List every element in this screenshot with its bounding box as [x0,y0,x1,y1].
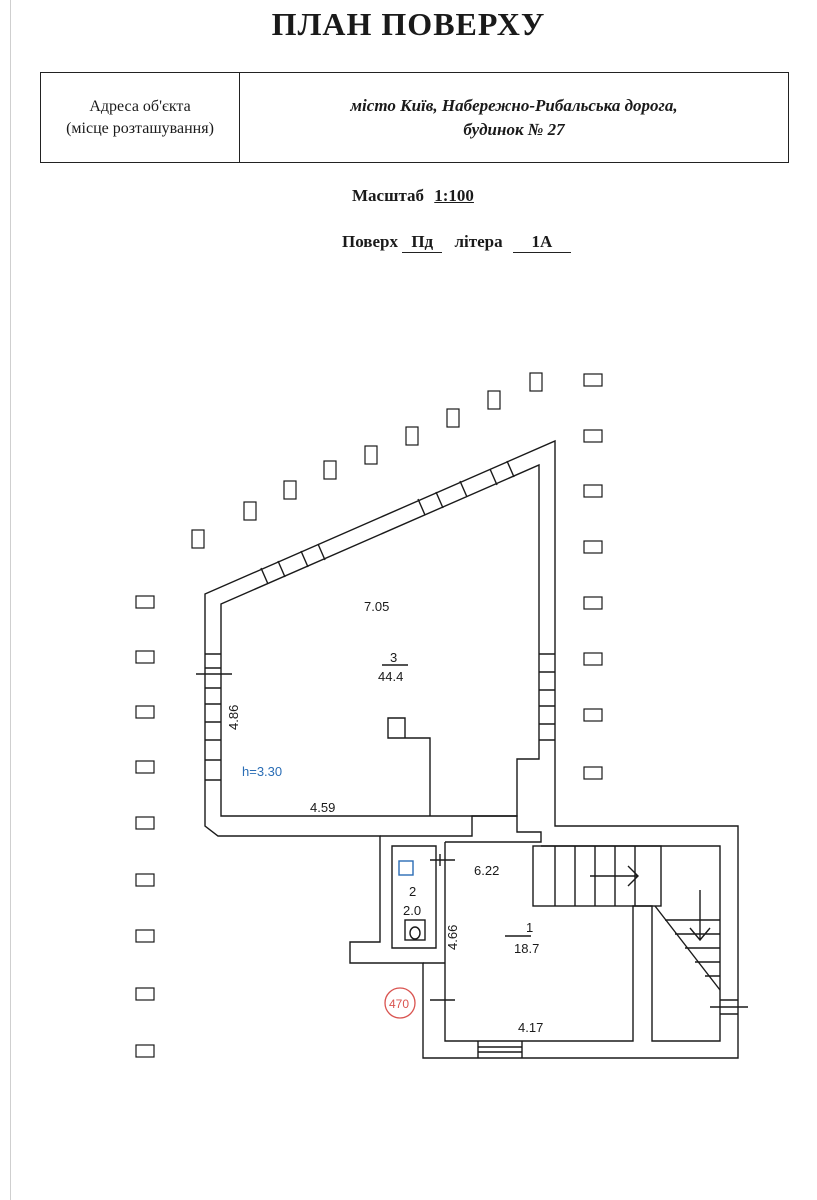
marker [135,650,155,664]
marker [529,372,543,392]
floor-value: Пд [402,232,443,253]
marker [283,480,297,500]
stair-arrow-right [590,865,639,887]
document-title: ПЛАН ПОВЕРХУ [271,6,546,42]
window-diagonal-1 [260,543,326,585]
address-value-line2: будинок № 27 [463,119,565,139]
stamp-number: 470 [389,997,409,1011]
dim-room3-bottom: 4.59 [310,800,335,815]
address-label-line2: (місце розташування) [66,119,214,137]
sink-icon [398,860,414,876]
room3-area: 44.4 [378,669,403,684]
window-left-wall [205,653,221,781]
stair-arrow-down [689,890,711,942]
marker [446,408,460,428]
page-edge [10,0,11,1200]
dim-room1-bottom: 4.17 [518,1020,543,1035]
room2-area: 2.0 [403,903,421,918]
marker [243,501,257,521]
window-right-room1 [710,999,748,1015]
room3-number: 3 [390,650,397,665]
marker [135,873,155,887]
marker [135,816,155,830]
address-label-cell: Адреса об'єкта (місце розташування) [41,73,240,162]
address-value-cell: місто Київ, Набережно-Рибальська дорога,… [240,73,788,162]
marker [191,529,205,549]
window-right-wall [539,653,555,741]
marker [135,705,155,719]
dim-ticks-room1 [430,854,455,1001]
room3-outer-wall [204,439,739,1059]
address-label-line1: Адреса об'єкта [89,97,191,115]
address-table: Адреса об'єкта (місце розташування) міст… [40,72,789,163]
dim-room3-left: 4.86 [226,705,241,730]
marker [135,595,155,609]
marker [135,987,155,1001]
marker [405,426,419,446]
stamp-circle [384,987,416,1019]
marker [487,390,501,410]
room3-inner-wall [220,463,540,817]
address-value-line1: місто Київ, Набережно-Рибальська дорога, [350,95,678,115]
toilet-icon [404,919,426,941]
scale-row: Масштаб 1:100 [352,186,474,206]
toilet-bowl-icon [409,926,421,940]
marker [583,708,603,722]
marker [583,540,603,554]
window-bottom-room1 [477,1041,523,1058]
dim-room1-top: 6.22 [474,863,499,878]
marker [583,652,603,666]
window-diagonal-2 [417,460,515,516]
stamp-mark: 470 [384,987,416,1019]
marker [583,596,603,610]
marker [583,373,603,387]
marker [135,760,155,774]
scale-value: 1:100 [434,186,474,205]
letter-value: 1А [512,232,571,253]
marker [323,460,337,480]
marker [135,1044,155,1058]
dim-room1-left: 4.66 [445,925,460,950]
marker [364,445,378,465]
floor-row: Поверх Пд літера 1А [342,232,571,253]
staircase-upper [532,845,662,907]
room2-number: 2 [409,884,416,899]
staircase-steps-lower [665,919,720,977]
letter-label: літера [454,232,503,251]
ceiling-height-note: h=3.30 [242,764,282,779]
corridor-wall [380,815,542,843]
marker [583,766,603,780]
marker [583,484,603,498]
marker [135,929,155,943]
site-markers [135,372,603,1058]
room2-wall [391,845,437,949]
room1-number: 1 [526,920,533,935]
dim-room3-top: 7.05 [364,599,389,614]
room1-area: 18.7 [514,941,539,956]
marker [583,429,603,443]
scale-label: Масштаб [352,186,425,205]
floor-label: Поверх [342,232,398,251]
